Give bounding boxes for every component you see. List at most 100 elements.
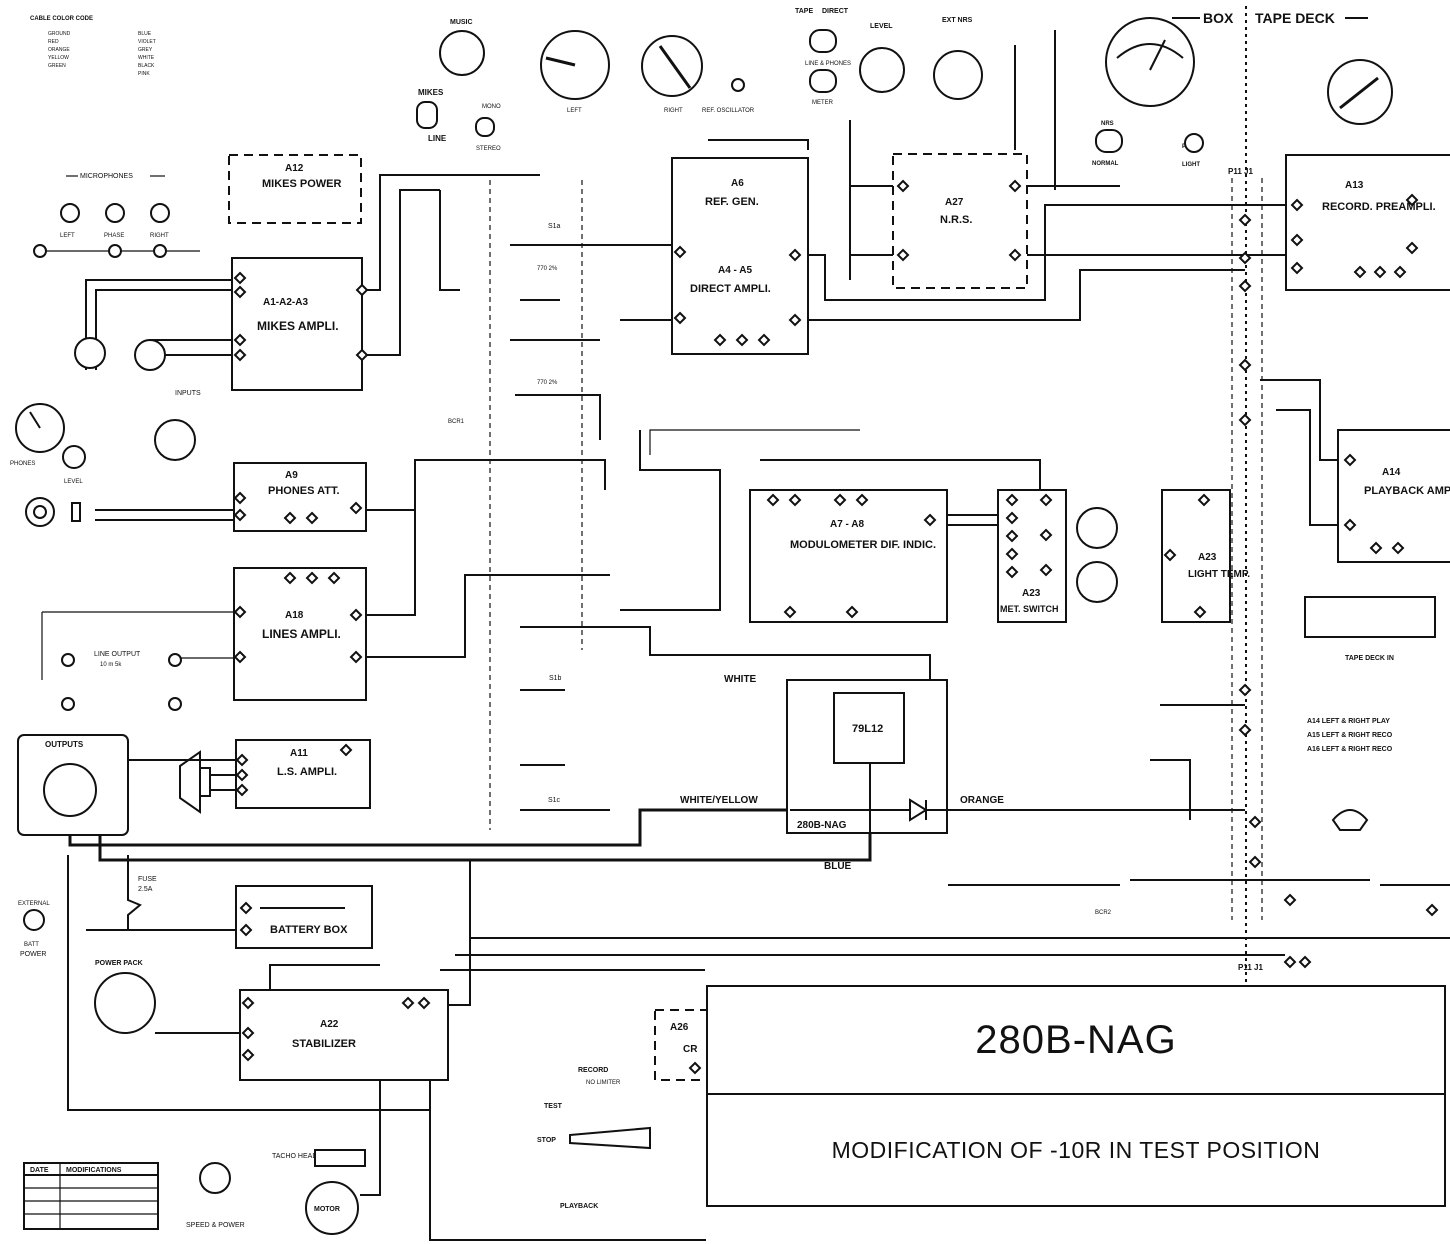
line-out-left-jack-icon [61,653,75,667]
stereo-label: STEREO [476,146,501,152]
terminal-pin [1005,529,1019,543]
s1b-label: S1b [549,675,562,682]
terminal-pin [235,753,249,767]
ref-oscillator-button-icon[interactable] [731,78,745,92]
meter-left-icon [1076,507,1118,549]
terminal-pin [349,501,363,515]
motor-icon [305,1181,359,1235]
a22-ref: A22 [320,1019,339,1030]
legend-item: PINK [138,71,150,77]
terminal-pin [1039,563,1053,577]
press-light-button-icon[interactable] [1184,133,1204,153]
a22-name: STABILIZER [292,1038,356,1050]
bcr2-label: BCR2 [1095,910,1112,916]
a7-a8-module: A7 - A8 MODULOMETER DIF. INDIC. A23 MET.… [620,429,1250,623]
terminal-pin [233,605,247,619]
res1-label: 770 2% [537,266,558,272]
inputs-connector-icon [154,419,196,461]
music-selector-icon[interactable] [439,30,485,76]
outputs-label: OUTPUTS [45,740,84,749]
a6-name: REF. GEN. [705,196,759,208]
res2-label: 770 2% [537,380,558,386]
power-pack-connector-icon [94,972,156,1034]
external-batt-switch-icon[interactable] [23,909,45,931]
terminal-pin [766,493,780,507]
a7-ref: A7 - A8 [830,519,865,530]
a1-ref: A1-A2-A3 [263,297,308,308]
mode-lever-icon[interactable] [569,1126,651,1150]
terminal-pin [305,571,319,585]
mic-left-knob-icon[interactable] [60,203,80,223]
a14-ref: A14 [1382,467,1401,478]
meter-right-icon [1076,561,1118,603]
switch-bank-s1: S1a S1b S1c 770 2% 770 2% BCR1 WHITE WHI… [439,174,1004,872]
terminal-pin [1393,265,1407,279]
nrs-switch-icon[interactable] [1095,129,1123,153]
a13-name: RECORD. PREAMPLI. [1322,201,1436,213]
terminal-pin [1298,955,1312,969]
tacho-head-label: TACHO HEAD [272,1153,317,1160]
fuse-value: 2.5A [138,886,153,893]
mikes-line-switch-icon[interactable] [416,101,438,129]
right-level-knob-icon[interactable] [641,35,703,97]
lower-bus: BCR2 P11 J1 [440,704,1450,972]
s1a-label: S1a [548,223,561,230]
cable-color-legend: CABLE COLOR CODE GROUNDREDORANGEYELLOWGR… [30,16,156,77]
terminal-pin [1197,493,1211,507]
terminal-pin [339,743,353,757]
mic-phase-knob-icon[interactable] [105,203,125,223]
terminal-pin [283,511,297,525]
terminal-pin [673,311,687,325]
terminal-pin [233,508,247,522]
terminal-pin [241,1048,255,1062]
p11j1-top-label: P11 J1 [1228,167,1253,176]
a7-name: MODULOMETER DIF. INDIC. [790,539,936,551]
stop-label: STOP [537,1137,556,1144]
terminal-pin [349,608,363,622]
battery-box-name: BATTERY BOX [270,924,348,936]
mic-left-label: LEFT [60,233,75,239]
terminal-pin [1283,955,1297,969]
terminal-pin [233,348,247,362]
ext-nrs-connector-icon [933,50,983,100]
tape-direct-switch-icon[interactable] [809,29,837,53]
terminal-pin [833,493,847,507]
white-wire-label: WHITE [724,674,757,685]
line-meter-switch-icon[interactable] [809,69,837,93]
a12-name: MIKES POWER [262,178,342,190]
terminal-pin [757,333,771,347]
terminal-pin [233,285,247,299]
terminal-pin [1425,903,1439,917]
reg-name: 79L12 [852,723,883,735]
terminal-pin [1290,261,1304,275]
level-knob-top-icon[interactable] [859,47,905,93]
line-phones-label: LINE & PHONES [805,61,851,67]
terminal-pin [305,511,319,525]
a6-a4-module: A6 REF. GEN. A4 - A5 DIRECT AMPLI. [620,139,1245,355]
a12-module: A12 MIKES POWER [228,154,362,224]
terminal-pin [923,513,937,527]
record-label: RECORD [578,1067,608,1074]
legend-item: BLUE [138,31,152,37]
bcr1-label: BCR1 [448,419,465,425]
terminal-pin [355,348,369,362]
terminal-pin [1039,493,1053,507]
terminal-pin [735,333,749,347]
a23sw-ref: A23 [1022,588,1041,599]
level-knob-icon[interactable] [62,445,86,469]
terminal-pin [401,996,415,1010]
mikes-label: MIKES [418,88,444,97]
mod-header: MODIFICATIONS [66,1167,122,1174]
a18-module: A18 LINES AMPLI. LINE OUTPUT 10 m 5k [41,460,570,711]
orange-wire-label: ORANGE [960,795,1004,806]
mic-right-knob-icon[interactable] [150,203,170,223]
power-pack-label: POWER PACK [95,960,143,967]
legend-item: VIOLET [138,39,156,45]
terminal-pin [1405,193,1419,207]
a11-module: A11 L.S. AMPLI. OUTPUTS [17,734,872,862]
speed-power-knob-icon[interactable] [199,1162,231,1194]
a16-note: A16 LEFT & RIGHT RECO [1307,746,1393,753]
mono-stereo-switch-icon[interactable] [475,117,495,137]
terminal-pin [1343,518,1357,532]
